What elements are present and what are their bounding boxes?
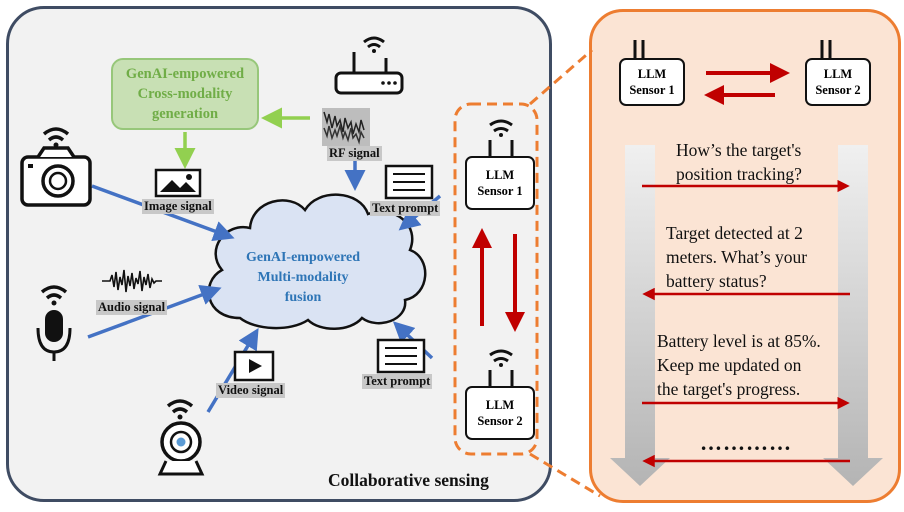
text-prompt-label-2: Text prompt [362,374,433,389]
sensor-label: LLM [485,168,515,182]
sensor-label: Sensor 1 [477,184,523,198]
message-line: meters. What’s your [666,247,808,267]
message-line: Target detected at 2 [666,223,803,243]
message-line: How’s the target's [676,140,802,160]
llm-sensor-2-box: LLM Sensor 2 [805,58,871,106]
document-icon [376,338,426,374]
fusion-cloud-label: GenAI-empowered Multi-modality fusion [228,248,378,308]
webcam-icon [157,399,205,476]
sensor-label: Sensor 1 [629,83,675,97]
message-3: Battery level is at 85%. Keep me updated… [657,329,821,401]
video-signal-label: Video signal [216,383,286,398]
llm-sensor-2-box: LLM Sensor 2 [465,386,535,440]
sensor-antennas [488,40,832,386]
microphone-icon [36,285,72,361]
cloud-line-2: Multi-modality [257,270,349,285]
document-icon [384,164,434,200]
text-prompt-label-1: Text prompt [370,201,441,216]
rf-signal-label: RF signal [327,146,382,161]
red-arrows-top [704,63,790,105]
gen-line-2: Cross-modality [137,86,233,102]
cloud-line-1: GenAI-empowered [245,250,361,265]
video-icon [233,350,275,382]
sensor-label: Sensor 2 [815,83,861,97]
audio-signal-label: Audio signal [96,300,168,315]
sensor-label: LLM [637,67,667,81]
rf-spectrogram-image [322,108,370,146]
message-line: position tracking? [676,164,802,184]
collaborative-sensing-label: Collaborative sensing [328,470,489,490]
message-arrows [642,179,850,468]
message-1: How’s the target's position tracking? [676,138,802,186]
gen-line-1: GenAI-empowered [125,66,245,82]
image-icon [154,168,202,198]
camera-icon [20,127,92,207]
message-line: the target's progress. [657,379,801,399]
message-ellipsis: ………… [700,430,792,455]
gen-line-3: generation [151,106,219,122]
cross-modality-generation-box: GenAI-empowered Cross-modality generatio… [111,58,259,130]
llm-sensor-1-box: LLM Sensor 1 [619,58,685,106]
red-arrows-left [472,228,525,332]
image-signal-label: Image signal [142,199,214,214]
sensor-label: Sensor 2 [477,414,523,428]
sensor-label: LLM [485,398,515,412]
sensor-pair-callout [453,48,601,498]
router-icon [334,36,404,95]
cloud-line-3: fusion [284,290,322,305]
message-2: Target detected at 2 meters. What’s your… [666,221,807,293]
green-arrows [174,107,310,169]
message-line: battery status? [666,271,767,291]
waveform-icon [102,269,162,293]
video-to-cloud-arrow [206,328,259,413]
wifi-icon [489,119,513,363]
sensor-label: LLM [823,67,853,81]
message-line: Keep me updated on [657,355,802,375]
message-line: Battery level is at 85%. [657,331,821,351]
llm-sensor-1-box: LLM Sensor 1 [465,156,535,210]
